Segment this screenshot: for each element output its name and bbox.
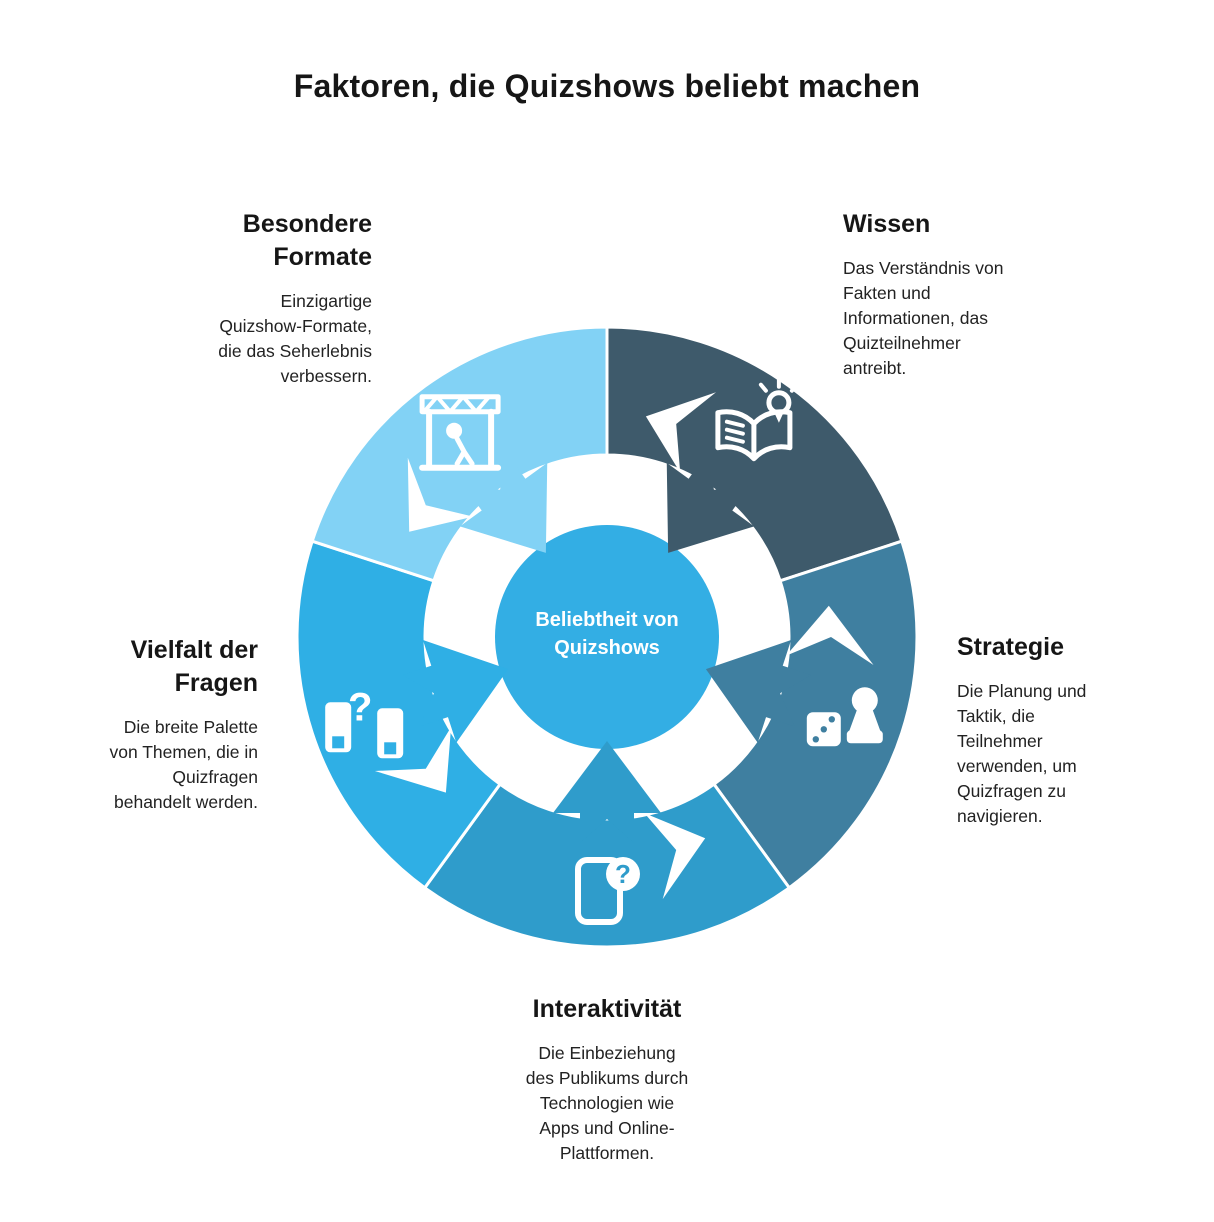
segment-body-strategie: Die Planung und Taktik, die Teilnehmer v… bbox=[957, 681, 1087, 826]
segment-heading-interaktivitaet: Interaktivität bbox=[532, 995, 682, 1023]
segment-body-besondere-formate: Einzigartige Quizshow-Formate, die das S… bbox=[218, 291, 372, 386]
inward-arrow-wissen bbox=[666, 454, 755, 553]
svg-text:?: ? bbox=[348, 685, 372, 729]
segment-body-wissen: Das Verständnis von Fakten und Informati… bbox=[843, 258, 1004, 378]
inward-arrow-besondere bbox=[459, 454, 548, 553]
cycle-chevron bbox=[374, 727, 452, 793]
page-title: Faktoren, die Quizshows beliebt machen bbox=[293, 68, 921, 104]
center-circle bbox=[495, 525, 719, 749]
inward-arrow-interaktivitaet bbox=[553, 741, 661, 843]
stage-icon bbox=[419, 394, 502, 471]
svg-text:?: ? bbox=[615, 859, 631, 889]
book-lightbulb-icon bbox=[715, 377, 799, 462]
cards-question-icon: ? bbox=[325, 685, 404, 759]
segment-label-vielfalt-der-fragen: Vielfalt der Fragen Die breite Palette v… bbox=[0, 634, 258, 815]
segment-body-vielfalt-der-fragen: Die breite Palette von Themen, die in Qu… bbox=[109, 717, 258, 812]
segment-label-strategie: Strategie Die Planung und Taktik, die Te… bbox=[957, 631, 1157, 829]
cycle-chevron bbox=[786, 605, 874, 665]
segment-label-wissen: Wissen Das Verständnis von Fakten und In… bbox=[843, 208, 1073, 381]
phone-question-icon: ? bbox=[575, 857, 640, 925]
segment-body-interaktivitaet: Die Einbeziehung des Publikums durch Tec… bbox=[525, 1043, 689, 1163]
cycle-chevron bbox=[407, 457, 474, 532]
segment-label-interaktivitaet: Interaktivität Die Einbeziehung des Publ… bbox=[0, 993, 1214, 1166]
inward-arrow-strategie bbox=[705, 640, 812, 743]
inward-arrow-vielfalt bbox=[402, 640, 509, 743]
cycle-chevron bbox=[645, 392, 716, 473]
segment-heading-vielfalt-der-fragen: Vielfalt der Fragen bbox=[130, 636, 258, 697]
segment-heading-besondere-formate: Besondere Formate bbox=[242, 210, 372, 271]
center-label: Beliebtheit von Quizshows bbox=[535, 609, 679, 659]
segment-label-besondere-formate: Besondere Formate Einzigartige Quizshow-… bbox=[72, 208, 372, 389]
cycle-chevron bbox=[644, 813, 706, 900]
segment-heading-strategie: Strategie bbox=[957, 633, 1064, 661]
segment-heading-wissen: Wissen bbox=[843, 210, 931, 238]
dice-pawn-icon bbox=[806, 687, 883, 747]
